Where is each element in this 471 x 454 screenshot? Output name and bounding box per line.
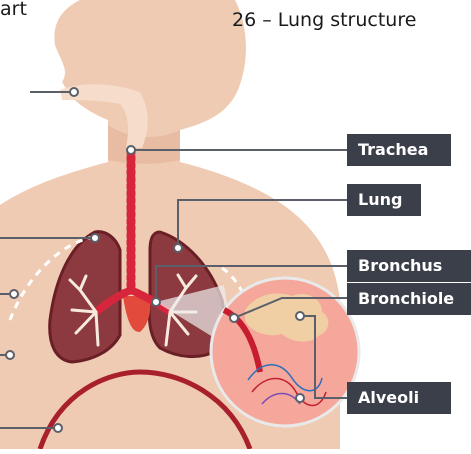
dot-bronchus bbox=[152, 298, 160, 306]
dot-left-3 bbox=[6, 351, 14, 359]
label-lung: Lung bbox=[347, 184, 421, 216]
label-trachea: Trachea bbox=[347, 134, 451, 166]
label-alveoli: Alveoli bbox=[347, 382, 451, 414]
label-bronchiole: Bronchiole bbox=[347, 283, 471, 315]
dot-trachea bbox=[127, 146, 135, 154]
dot-left-2 bbox=[10, 290, 18, 298]
dot-rib-left bbox=[91, 234, 99, 242]
cropped-heading-fragment: art bbox=[0, 0, 27, 20]
dot-alveoli-top bbox=[296, 312, 304, 320]
dot-bronchiole bbox=[230, 314, 238, 322]
label-bronchus: Bronchus bbox=[347, 250, 471, 282]
dot-lung bbox=[174, 244, 182, 252]
figure-title: 26 – Lung structure bbox=[232, 9, 416, 31]
dot-diaphragm bbox=[54, 424, 62, 432]
dot-nose bbox=[70, 88, 78, 96]
dot-alveoli bbox=[296, 394, 304, 402]
